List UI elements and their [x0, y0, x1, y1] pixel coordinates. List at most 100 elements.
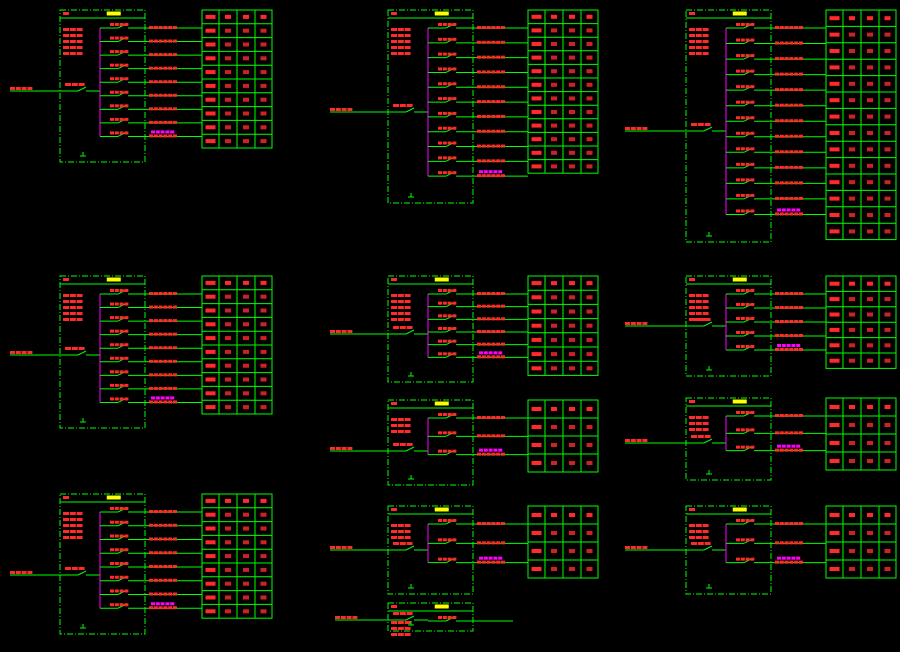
table-cell	[849, 213, 855, 217]
table-cell	[829, 147, 840, 152]
table-cell	[569, 323, 575, 328]
table-cell	[205, 377, 216, 382]
table-cell	[205, 125, 216, 130]
table-cell	[884, 180, 891, 185]
table-cell	[260, 322, 267, 327]
table-cell	[569, 96, 575, 101]
table-cell	[225, 540, 231, 545]
table-cell	[884, 405, 891, 409]
table-cell	[867, 114, 873, 119]
load-schedule-table	[825, 275, 897, 369]
table-cell	[867, 549, 873, 553]
branch-circuit	[428, 339, 528, 346]
table-cell	[551, 407, 557, 411]
branch-circuit	[726, 428, 826, 435]
table-cell	[569, 366, 575, 371]
load-schedule-table	[825, 9, 897, 241]
table-cell	[586, 110, 593, 114]
table-cell	[829, 114, 840, 119]
table-cell	[867, 297, 873, 302]
table-cell	[243, 391, 249, 396]
table-cell	[829, 281, 840, 286]
panel-title-block	[434, 401, 449, 406]
table-cell	[551, 295, 557, 300]
table-cell	[551, 137, 557, 142]
table-cell	[849, 196, 855, 201]
main-breaker	[405, 329, 415, 335]
table-cell	[551, 425, 557, 429]
table-cell	[829, 213, 840, 217]
main-breaker	[703, 126, 713, 132]
branch-circuit	[428, 351, 528, 359]
branch-circuit	[726, 289, 826, 295]
table-cell	[867, 213, 873, 217]
branch-circuit	[428, 141, 528, 148]
table-cell	[849, 405, 855, 409]
table-cell	[867, 343, 873, 348]
table-cell	[867, 229, 873, 234]
table-cell	[586, 337, 593, 342]
table-cell	[849, 114, 855, 119]
table-cell	[531, 425, 542, 429]
table-cell	[569, 123, 575, 128]
distribution-panel-6	[625, 275, 826, 377]
load-schedule-table	[825, 397, 897, 471]
table-cell	[531, 96, 542, 101]
table-cell	[243, 28, 249, 33]
table-cell	[884, 312, 891, 317]
table-cell	[849, 180, 855, 185]
table-cell	[243, 526, 249, 531]
table-cell	[829, 549, 840, 553]
branch-circuit	[100, 356, 202, 363]
table-cell	[569, 42, 575, 46]
table-cell	[569, 443, 575, 447]
table-cell	[260, 349, 267, 354]
table-cell	[243, 83, 249, 88]
table-cell	[884, 114, 891, 119]
branch-circuit	[428, 67, 528, 74]
table-cell	[849, 98, 855, 103]
table-cell	[531, 110, 542, 114]
table-cell	[260, 581, 267, 586]
table-cell	[551, 443, 557, 447]
panel-enclosure	[59, 9, 146, 163]
table-cell	[586, 55, 593, 60]
table-cell	[531, 28, 542, 33]
table-cell	[260, 595, 267, 600]
table-cell	[569, 461, 575, 465]
table-cell	[551, 123, 557, 128]
table-cell	[531, 443, 542, 447]
branch-circuit	[428, 23, 528, 29]
table-cell	[260, 83, 267, 88]
table-cell	[849, 312, 855, 317]
table-cell	[586, 443, 593, 447]
panel-title-block	[106, 277, 121, 282]
table-cell	[260, 56, 267, 61]
table-cell	[551, 567, 557, 571]
table-cell	[569, 352, 575, 357]
table-cell	[867, 281, 873, 286]
table-cell	[867, 513, 873, 517]
table-cell	[243, 139, 249, 144]
table-cell	[243, 405, 249, 410]
table-cell	[569, 69, 575, 74]
branch-circuit	[726, 100, 826, 107]
table-cell	[225, 28, 231, 33]
branch-circuit	[428, 413, 528, 419]
table-cell	[586, 461, 593, 465]
branch-circuit	[428, 170, 528, 178]
table-cell	[260, 111, 267, 116]
branch-circuit	[100, 23, 202, 29]
panel-title-block	[434, 277, 449, 282]
table-cell	[205, 581, 216, 586]
table-cell	[531, 164, 542, 169]
table-cell	[243, 322, 249, 327]
branch-circuit	[726, 162, 826, 169]
table-cell	[829, 297, 840, 302]
table-cell	[531, 549, 542, 553]
table-cell	[551, 96, 557, 101]
table-cell	[243, 554, 249, 559]
panel-enclosure	[685, 9, 772, 243]
table-cell	[531, 531, 542, 535]
table-cell	[551, 549, 557, 553]
